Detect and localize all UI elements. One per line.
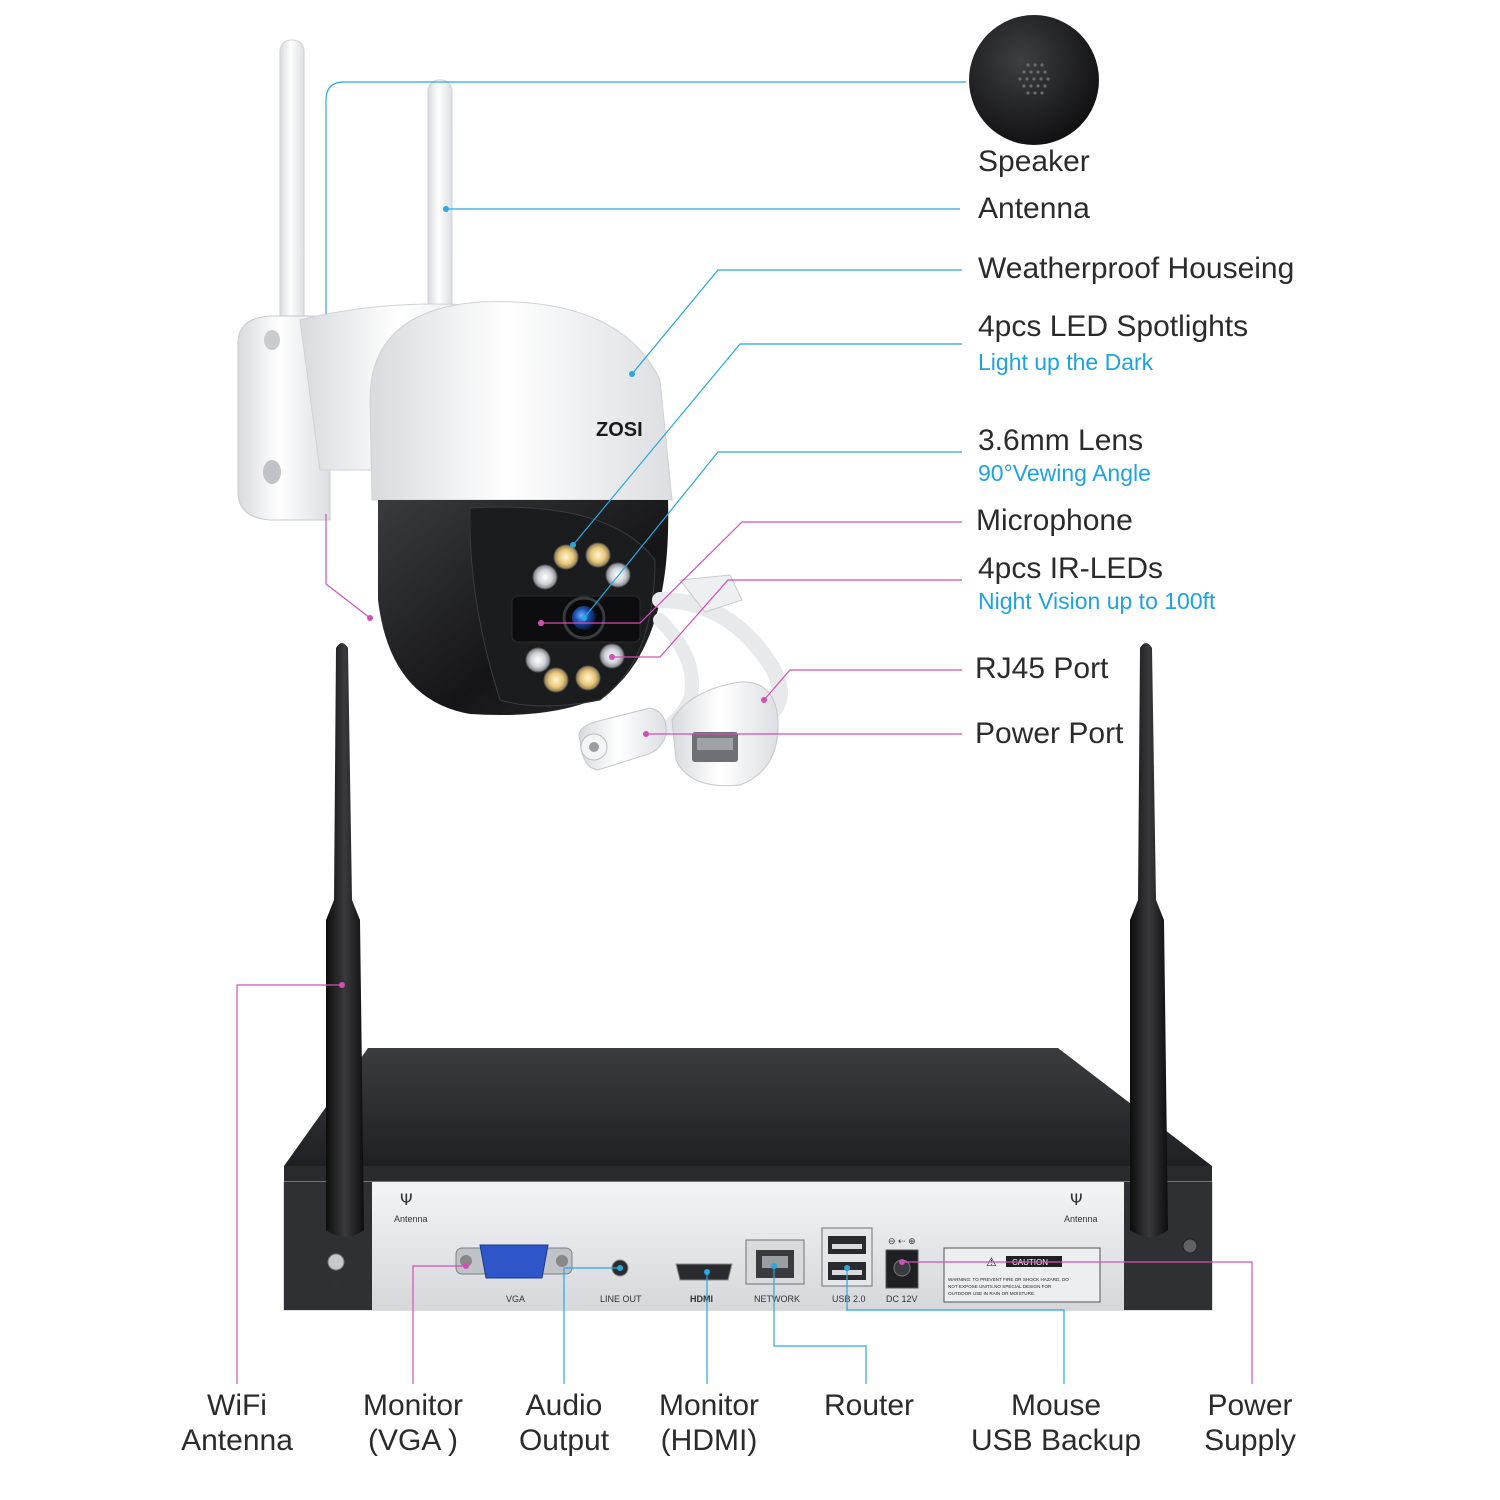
vga-port [455,1244,573,1279]
callout-dots [339,206,905,1275]
callout-lines [236,81,1253,1384]
camera-illustration: ZOSI [237,39,788,787]
panel-antenna-left: Antenna [394,1214,428,1224]
panel-line-out: LINE OUT [600,1294,642,1304]
panel-dc: DC 12V [886,1294,918,1304]
panel-usb: USB 2.0 [832,1294,866,1304]
brand-logo: ZOSI [596,419,643,441]
sub-lens: 90°Vewing Angle [978,460,1151,486]
panel-vga: VGA [506,1294,525,1304]
panel-hdmi: HDMI [690,1294,713,1304]
nvr-antennas [326,643,1168,1237]
svg-text:⏚: ⏚ [330,1277,342,1291]
camera-antenna-right [427,79,453,331]
speaker-icon [969,15,1099,145]
svg-text:⊖ ⇠ ⊕: ⊖ ⇠ ⊕ [888,1236,916,1246]
label-speaker: Speaker [978,145,1090,178]
caution-label: ⚠ CAUTION WARNING: TO PREVENT FIRE OR SH… [943,1247,1101,1303]
panel-antenna-right: Antenna [1064,1214,1098,1224]
label-router: Router [823,1389,915,1422]
panel-network: NETWORK [754,1294,800,1304]
label-power-port: Power Port [975,717,1124,750]
label-spotlights: 4pcs LED Spotlights [978,310,1249,343]
label-microphone: Microphone [976,504,1133,537]
antenna-symbol-right: Ψ [1070,1190,1083,1209]
nvr-illustration: ⏚ Ψ Antenna Ψ Antenna VGA LINE OUT HDMI … [283,643,1213,1311]
sub-irleds: Night Vision up to 100ft [978,588,1216,614]
caution-text-3: OUTDOOR USE IN RAIN OR MOISTURE. [948,1291,1035,1296]
caution-text-2: NOT EXPOSE UNITS.NO SPECIAL DESIGN FOR [948,1284,1052,1289]
antenna-symbol-left: Ψ [400,1190,413,1209]
label-monitor-hdmi: Monitor(HDMI) [658,1389,760,1457]
label-monitor-vga: Monitor(VGA ) [362,1389,464,1457]
label-housing: Weatherproof Houseing [978,252,1295,285]
label-antenna: Antenna [978,192,1090,225]
led-spotlights [525,542,631,693]
caution-text-1: WARNING: TO PREVENT FIRE OR SHOCK HAZARD… [948,1277,1069,1282]
camera-antenna-left [279,39,305,331]
sub-spotlights: Light up the Dark [978,349,1154,375]
label-lens: 3.6mm Lens [978,424,1144,457]
label-rj45: RJ45 Port [975,652,1109,685]
label-irleds: 4pcs IR-LEDs [978,552,1164,585]
